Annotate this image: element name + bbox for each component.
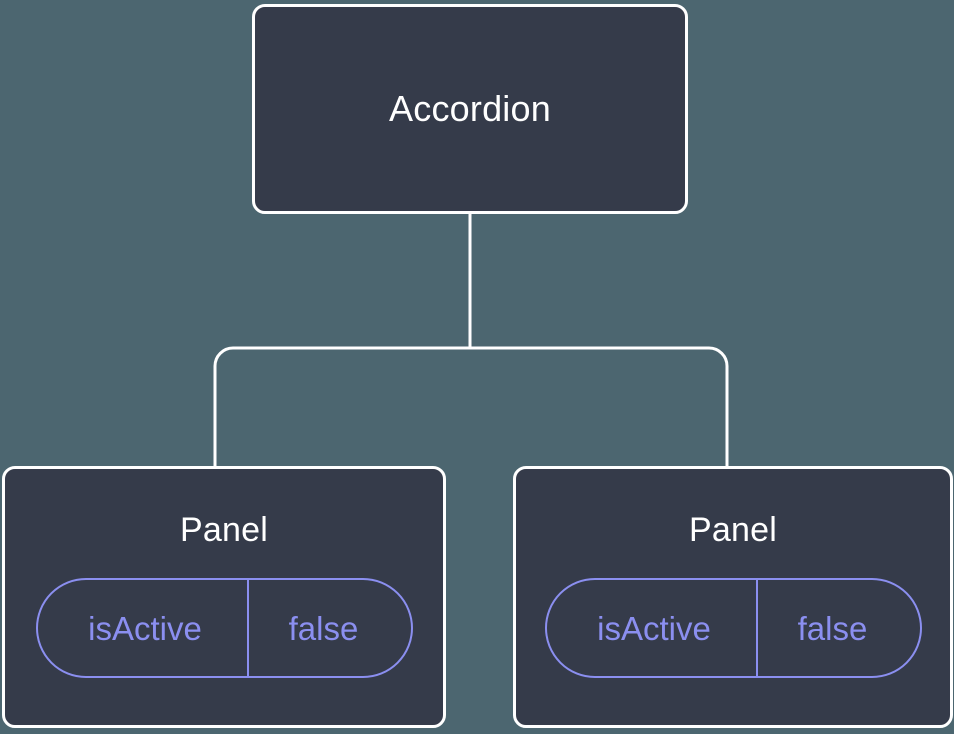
edge-split-to-panel-left [213, 346, 470, 468]
node-panel-1-props: isActive false [5, 578, 443, 678]
prop-pill-divider-1 [246, 580, 249, 676]
prop-pill-divider-2 [755, 580, 758, 676]
prop-pill-value-1: false [288, 609, 359, 647]
node-panel-1[interactable]: Panel isActive false [2, 466, 446, 728]
node-accordion-label: Accordion [389, 88, 551, 129]
node-panel-2[interactable]: Panel isActive false [513, 466, 953, 728]
node-panel-1-label: Panel [180, 511, 268, 549]
node-accordion[interactable]: Accordion [252, 4, 688, 214]
prop-pill-key-2: isActive [597, 609, 711, 647]
prop-pill-value-2: false [797, 609, 868, 647]
edge-split-to-panel-right [470, 346, 729, 468]
node-panel-2-props: isActive false [516, 578, 950, 678]
prop-pill-key-1: isActive [88, 609, 202, 647]
node-panel-2-label: Panel [689, 511, 777, 549]
prop-pill-isactive-2[interactable]: isActive false [544, 578, 922, 678]
prop-pill-isactive-1[interactable]: isActive false [35, 578, 413, 678]
